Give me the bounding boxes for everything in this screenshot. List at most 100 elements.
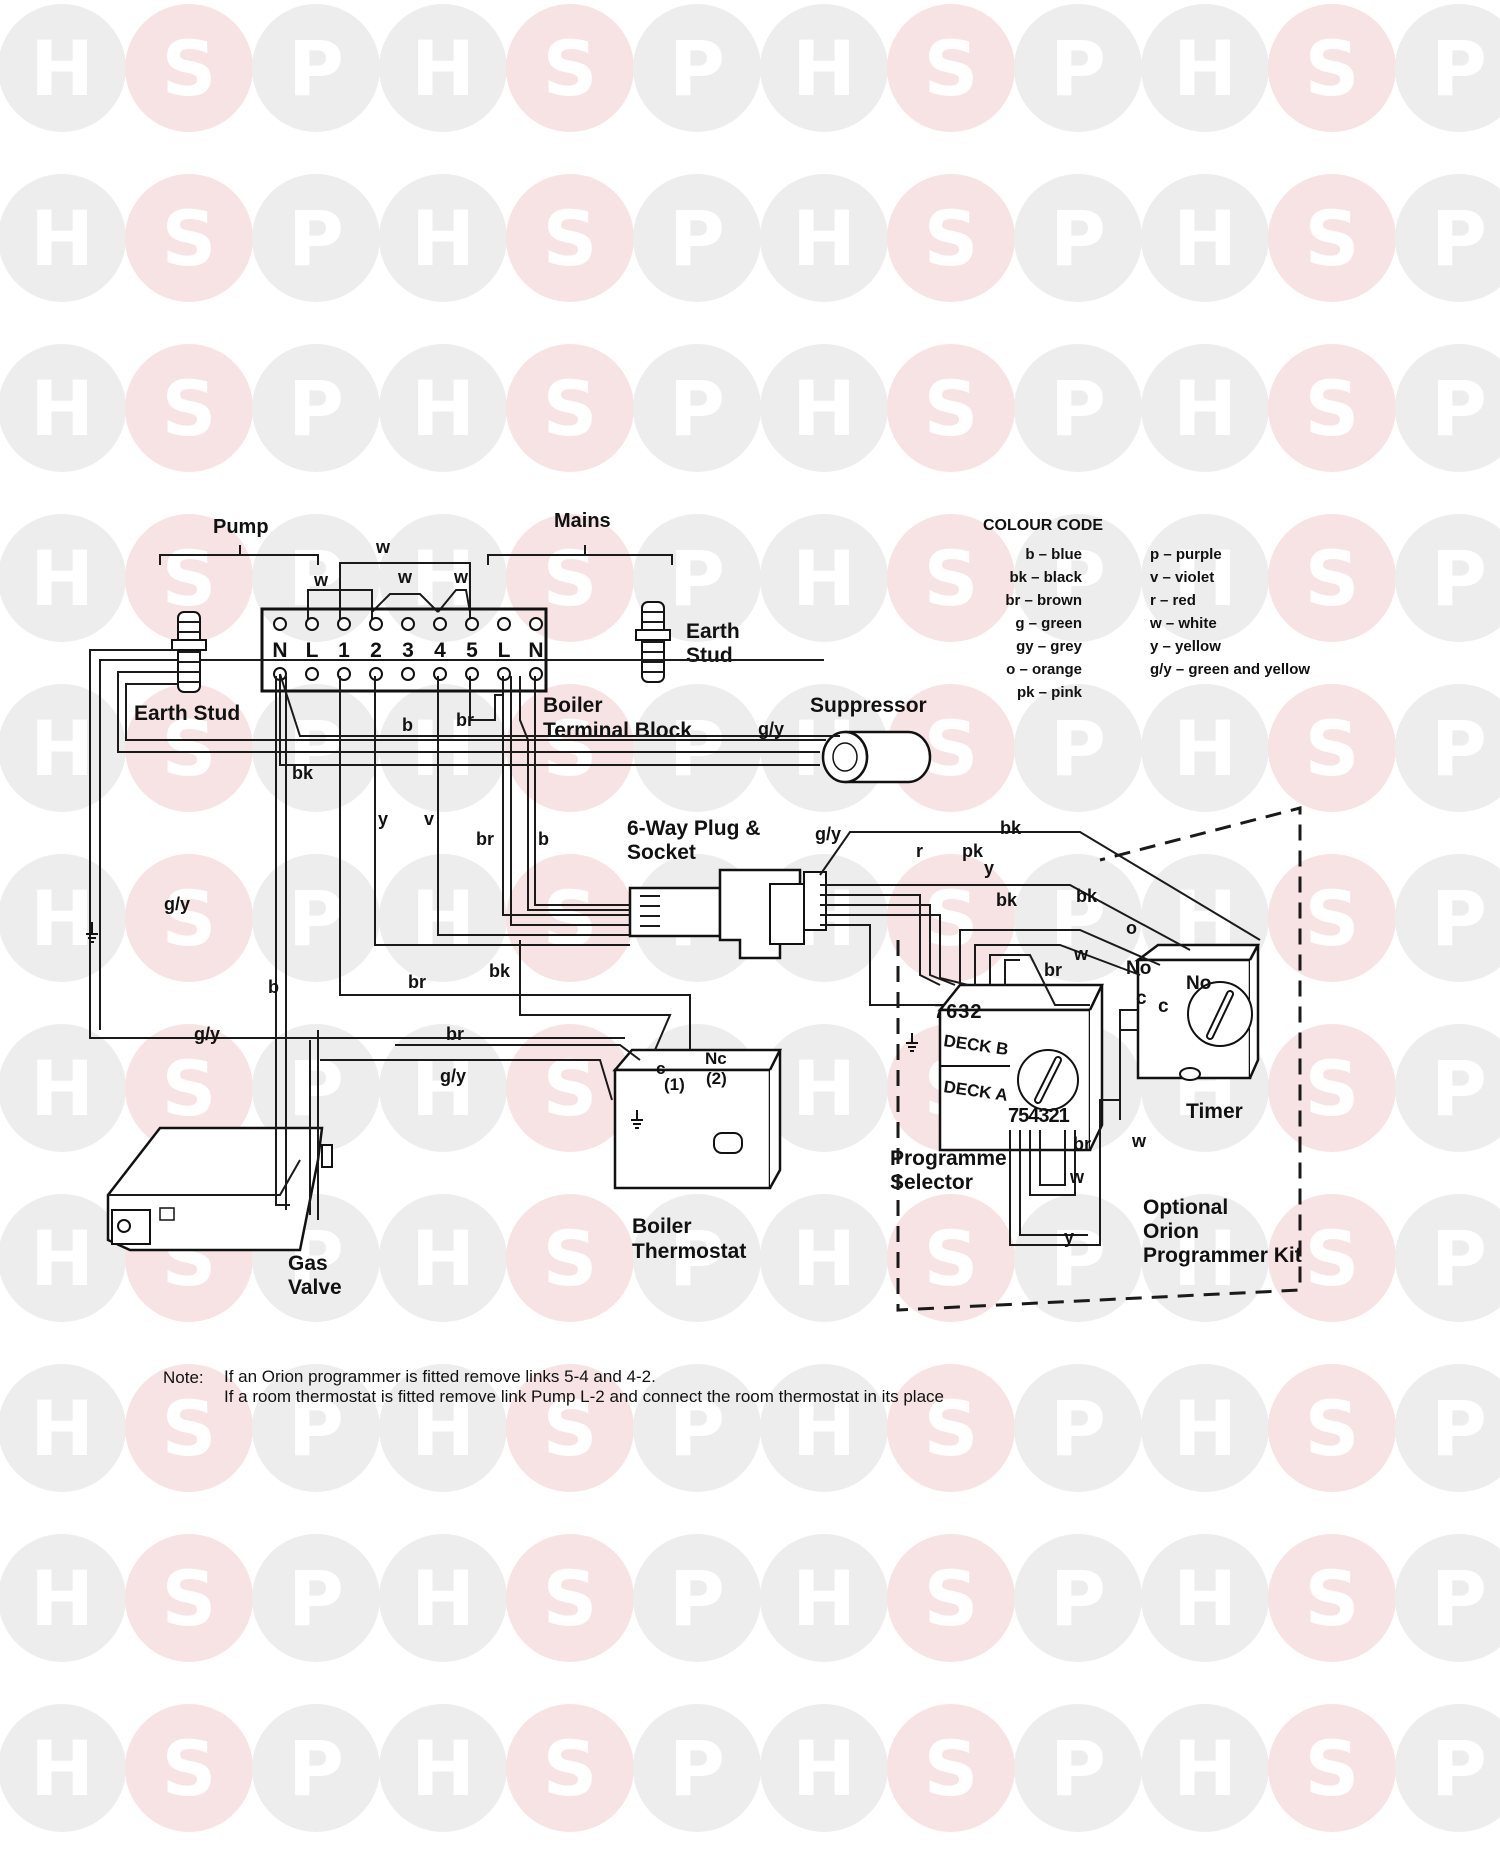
watermark-circle <box>633 1194 761 1322</box>
orion-kit-enclosure <box>896 806 1302 1312</box>
watermark-circle <box>1395 854 1500 982</box>
watermark-letter: S <box>543 1724 598 1813</box>
watermark-circle <box>1014 1704 1142 1832</box>
watermark-letter: H <box>411 364 475 453</box>
watermark-letter: P <box>669 1554 725 1643</box>
watermark-letter: P <box>288 704 344 793</box>
watermark-circle <box>1395 1194 1500 1322</box>
watermark-letter: H <box>30 24 94 113</box>
watermark-circle <box>633 344 761 472</box>
watermark-letter: P <box>288 1384 344 1473</box>
watermark-circle <box>1395 684 1500 812</box>
terminal-screw-top <box>305 617 319 631</box>
watermark-letter: P <box>1050 704 1106 793</box>
watermark-letter: S <box>162 24 217 113</box>
note-line-2: If a room thermostat is fitted remove li… <box>224 1387 944 1406</box>
watermark-letter: H <box>1173 24 1237 113</box>
colour-code-entry: p – purple <box>1150 546 1222 563</box>
wire-code-bk-1: bk <box>292 763 314 783</box>
watermark-circle <box>633 1534 761 1662</box>
watermark-letter: H <box>411 1214 475 1303</box>
programme-selector-label-2: Selector <box>890 1171 973 1194</box>
watermark-circle <box>506 1194 634 1322</box>
watermark-circle <box>1014 4 1142 132</box>
boiler-thermostat <box>612 1048 783 1190</box>
watermark-circle <box>760 1194 888 1322</box>
thermostat-label-2: Thermostat <box>632 1240 746 1263</box>
watermark-circle <box>252 1534 380 1662</box>
watermark-circle <box>1268 1704 1396 1832</box>
watermark-circle <box>379 1704 507 1832</box>
mains-label: Mains <box>554 510 611 532</box>
watermark-circle <box>887 4 1015 132</box>
programme-selector-label-1: Programme <box>890 1147 1007 1170</box>
watermark-circle <box>1268 174 1396 302</box>
link-w-mid <box>371 593 439 613</box>
colour-code-entry: r – red <box>1150 592 1196 609</box>
watermark-letter: P <box>1431 1554 1487 1643</box>
wire-code-w1: w <box>313 570 329 590</box>
plug-socket-label-1: 6-Way Plug & <box>627 817 760 840</box>
watermark-circle <box>1268 684 1396 812</box>
watermark-letter: H <box>30 194 94 283</box>
watermark-circle <box>506 1704 634 1832</box>
watermark-letter: P <box>288 1724 344 1813</box>
watermark-circle <box>379 174 507 302</box>
watermark-circle <box>760 1704 888 1832</box>
watermark-letter: S <box>543 364 598 453</box>
watermark-circle <box>887 1194 1015 1322</box>
colour-code-entry: o – orange <box>1006 661 1082 678</box>
watermark-letter: S <box>162 1554 217 1643</box>
wire-code-y-1: y <box>378 809 388 829</box>
watermark-letter: S <box>924 194 979 283</box>
watermark-letter: H <box>1173 194 1237 283</box>
earth-stud-left-label: Earth Stud <box>134 702 240 725</box>
watermark-letter: S <box>924 1554 979 1643</box>
watermark-letter: H <box>411 874 475 963</box>
watermark-circle <box>1014 1364 1142 1492</box>
terminal-label: 3 <box>402 639 414 662</box>
watermark-letter: S <box>924 1724 979 1813</box>
watermark-letter: S <box>162 364 217 453</box>
watermark-circle <box>1395 344 1500 472</box>
watermark-circle <box>1141 344 1269 472</box>
watermark-letter: H <box>411 704 475 793</box>
wire-code-gy-4: g/y <box>440 1066 466 1086</box>
orion-kit-label-2: Orion <box>1143 1220 1199 1243</box>
watermark-circle <box>1014 1194 1142 1322</box>
wire-code-w2: w <box>375 537 391 557</box>
watermark-letter: H <box>792 1214 856 1303</box>
watermark-circle <box>0 1704 126 1832</box>
watermark-letter: H <box>30 1724 94 1813</box>
watermark-letter: P <box>288 874 344 963</box>
watermark-circle <box>760 4 888 132</box>
watermark-circle <box>887 174 1015 302</box>
watermark-circle <box>506 1534 634 1662</box>
watermark-letter: P <box>1431 194 1487 283</box>
watermark-circle <box>125 854 253 982</box>
watermark-circle <box>1268 344 1396 472</box>
watermark-letter: H <box>30 534 94 623</box>
watermark-circle <box>887 514 1015 642</box>
suppressor <box>821 730 932 784</box>
watermark-letter: P <box>1050 364 1106 453</box>
watermark-letter: S <box>1305 1724 1360 1813</box>
watermark-circle <box>379 684 507 812</box>
watermark-letter: P <box>669 1384 725 1473</box>
watermark-letter: H <box>30 1044 94 1133</box>
watermark-letter: S <box>1305 534 1360 623</box>
deck-a-terminals: 754321 <box>1008 1105 1070 1127</box>
watermark-letter: S <box>924 704 979 793</box>
watermark-letter: S <box>162 1724 217 1813</box>
watermark-circle <box>1395 1024 1500 1152</box>
wire-code-w-7: w <box>1131 1131 1147 1151</box>
watermark-letter: P <box>1431 704 1487 793</box>
wire-code-gy-5: g/y <box>815 824 841 844</box>
mains-bracket <box>487 545 673 565</box>
programme-selector <box>937 983 1104 1152</box>
watermark-letter: P <box>1431 1384 1487 1473</box>
wire-code-b-3: b <box>268 977 279 997</box>
